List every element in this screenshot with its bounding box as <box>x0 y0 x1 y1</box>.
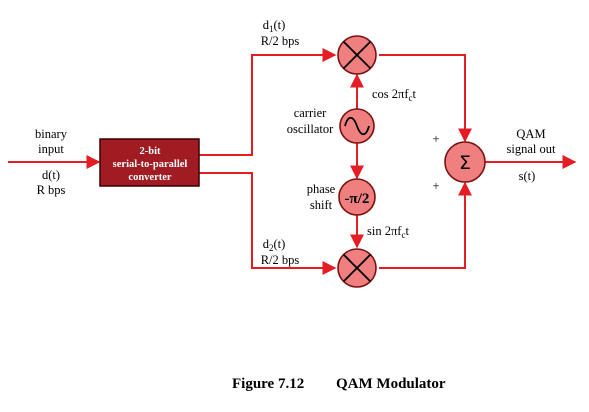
upper-signal-tail: (t) <box>273 18 285 32</box>
lower-branch-labels: d2(t) R/2 bps <box>261 237 300 267</box>
upper-signal-label: d1(t) <box>263 18 286 34</box>
lower-multiplier <box>337 248 377 288</box>
upper-branch-wire <box>199 48 337 156</box>
sine-wave-icon <box>344 116 370 136</box>
caption-figure-number: Figure 7.12 <box>232 376 304 392</box>
serial-to-parallel-converter: 2-bit serial-to-parallel converter <box>99 138 200 187</box>
signal-wires <box>8 48 577 275</box>
upper-multiplier <box>337 35 377 75</box>
cos-carrier-label: cos 2πfct <box>372 87 417 103</box>
phase-shift-circle <box>338 178 376 216</box>
input-signal-label: d(t) <box>42 168 60 182</box>
phase-shifter: phase shift -π/2 sin 2πfct <box>307 178 409 240</box>
oscillator-label-line1: carrier <box>294 106 327 120</box>
sin-subscript: c <box>401 230 405 240</box>
cos-suffix: t <box>413 87 417 101</box>
upper-rate-label: R/2 bps <box>261 34 300 48</box>
oscillator-label-line2: oscillator <box>287 122 334 136</box>
lower-signal-label: d2(t) <box>263 237 286 253</box>
output-label-line1: QAM <box>516 127 545 141</box>
multiply-icon <box>342 253 372 283</box>
lower-signal-tail: (t) <box>273 237 285 251</box>
phase-shift-label-line1: phase <box>307 182 336 196</box>
output-labels: QAM signal out s(t) <box>507 127 556 183</box>
upper-branch-labels: d1(t) R/2 bps <box>261 18 300 48</box>
input-label-line1: binary <box>35 127 68 141</box>
sin-prefix: sin 2πf <box>367 224 402 238</box>
lower-branch-wire <box>199 172 337 275</box>
lower-rate-label: R/2 bps <box>261 253 300 267</box>
output-label-line2: signal out <box>507 142 556 156</box>
lower-mixer-to-summer-wire <box>379 181 472 269</box>
lower-signal-sub: 2 <box>269 243 274 253</box>
input-label-line2: input <box>38 142 64 156</box>
summer-plus-bottom: + <box>432 179 439 193</box>
phase-shift-label-line2: shift <box>310 198 333 212</box>
summing-junction: Σ + + <box>432 132 486 193</box>
upper-signal-base: d <box>263 18 270 32</box>
converter-label-line1: 2-bit <box>140 146 162 157</box>
caption-title: QAM Modulator <box>336 376 446 392</box>
phase-shift-symbol: -π/2 <box>345 191 370 207</box>
converter-label-line2: serial-to-parallel <box>113 159 188 170</box>
figure-caption: Figure 7.12 QAM Modulator <box>232 376 446 392</box>
upper-signal-sub: 1 <box>269 24 274 34</box>
sin-carrier-label: sin 2πfct <box>367 224 409 240</box>
sin-suffix: t <box>405 224 409 238</box>
summer-circle <box>444 141 486 183</box>
carrier-oscillator: carrier oscillator cos 2πfct <box>287 87 417 144</box>
converter-box <box>99 138 200 187</box>
output-signal-label: s(t) <box>519 169 536 183</box>
input-labels: binary input d(t) R bps <box>35 127 68 197</box>
input-rate-label: R bps <box>37 183 66 197</box>
multiply-icon <box>342 40 372 70</box>
upper-mixer-to-summer-wire <box>379 54 472 143</box>
sigma-icon: Σ <box>459 152 471 174</box>
lower-signal-base: d <box>263 237 270 251</box>
cos-subscript: c <box>409 93 413 103</box>
cos-prefix: cos 2πf <box>372 87 409 101</box>
summer-plus-top: + <box>432 132 439 146</box>
converter-label-line3: converter <box>128 172 171 183</box>
